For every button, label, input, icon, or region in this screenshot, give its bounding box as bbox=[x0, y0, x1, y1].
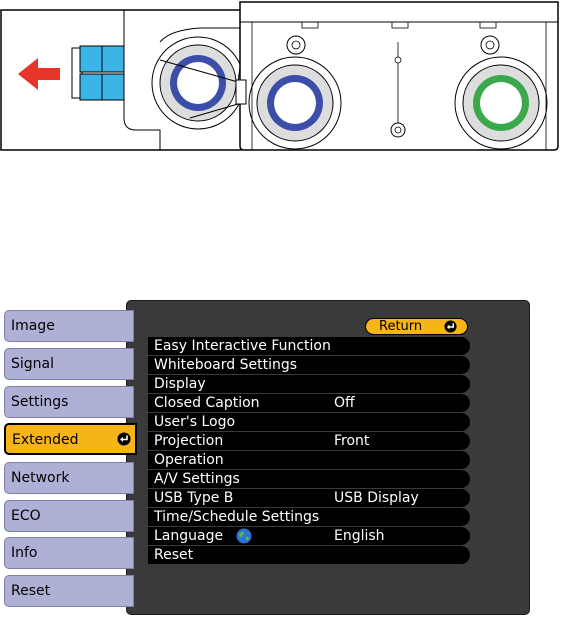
menu-item-usb-type-b[interactable]: USB Type B USB Display bbox=[148, 489, 470, 507]
tab-extended[interactable]: Extended bbox=[4, 423, 137, 455]
return-button[interactable]: Return bbox=[365, 318, 468, 335]
item-label: Language bbox=[154, 528, 223, 544]
menu-item-operation[interactable]: Operation bbox=[148, 451, 470, 469]
item-label: Operation bbox=[154, 452, 224, 468]
item-value: Off bbox=[334, 394, 355, 412]
tab-label: Extended bbox=[12, 432, 79, 448]
menu-item-display[interactable]: Display bbox=[148, 375, 470, 393]
item-value: USB Display bbox=[334, 489, 419, 507]
tab-label: ECO bbox=[11, 508, 41, 524]
item-label: Whiteboard Settings bbox=[154, 357, 297, 373]
tab-settings[interactable]: Settings bbox=[4, 386, 134, 418]
menu-item-whiteboard-settings[interactable]: Whiteboard Settings bbox=[148, 356, 470, 374]
tab-label: Network bbox=[11, 470, 69, 486]
projector-menu: Image Signal Settings Extended Network E… bbox=[0, 300, 565, 617]
item-label: Time/Schedule Settings bbox=[154, 509, 319, 525]
tab-label: Reset bbox=[11, 583, 50, 599]
item-label: User's Logo bbox=[154, 414, 235, 430]
tab-label: Image bbox=[11, 318, 55, 334]
tab-reset[interactable]: Reset bbox=[4, 575, 134, 607]
item-label: Projection bbox=[154, 433, 223, 449]
menu-item-users-logo[interactable]: User's Logo bbox=[148, 413, 470, 431]
tab-eco[interactable]: ECO bbox=[4, 500, 134, 532]
enter-icon bbox=[444, 320, 457, 333]
menu-item-time-schedule-settings[interactable]: Time/Schedule Settings bbox=[148, 508, 470, 526]
menu-item-closed-caption[interactable]: Closed Caption Off bbox=[148, 394, 470, 412]
tab-signal[interactable]: Signal bbox=[4, 348, 134, 380]
item-label: Closed Caption bbox=[154, 395, 260, 411]
menu-item-projection[interactable]: Projection Front bbox=[148, 432, 470, 450]
return-label: Return bbox=[379, 319, 422, 334]
item-label: USB Type B bbox=[154, 490, 233, 506]
menu-item-reset[interactable]: Reset bbox=[148, 546, 470, 564]
item-label: Display bbox=[154, 376, 206, 392]
zoom-inset bbox=[1, 10, 244, 150]
tab-label: Info bbox=[11, 545, 38, 561]
tab-label: Settings bbox=[11, 394, 68, 410]
menu-item-easy-interactive-function[interactable]: Easy Interactive Function bbox=[148, 337, 470, 355]
item-label: A/V Settings bbox=[154, 471, 240, 487]
tab-info[interactable]: Info bbox=[4, 537, 134, 569]
menu-item-language[interactable]: Language English bbox=[148, 527, 470, 545]
tab-network[interactable]: Network bbox=[4, 462, 134, 494]
item-value: English bbox=[334, 527, 385, 545]
item-value: Front bbox=[334, 432, 369, 450]
projector-illustration bbox=[0, 0, 565, 160]
tab-label: Signal bbox=[11, 356, 54, 372]
globe-icon bbox=[236, 528, 252, 544]
projector-body bbox=[236, 2, 558, 150]
menu-item-av-settings[interactable]: A/V Settings bbox=[148, 470, 470, 488]
enter-icon bbox=[117, 432, 131, 446]
item-label: Reset bbox=[154, 547, 193, 563]
tab-image[interactable]: Image bbox=[4, 310, 134, 342]
item-label: Easy Interactive Function bbox=[154, 338, 331, 354]
